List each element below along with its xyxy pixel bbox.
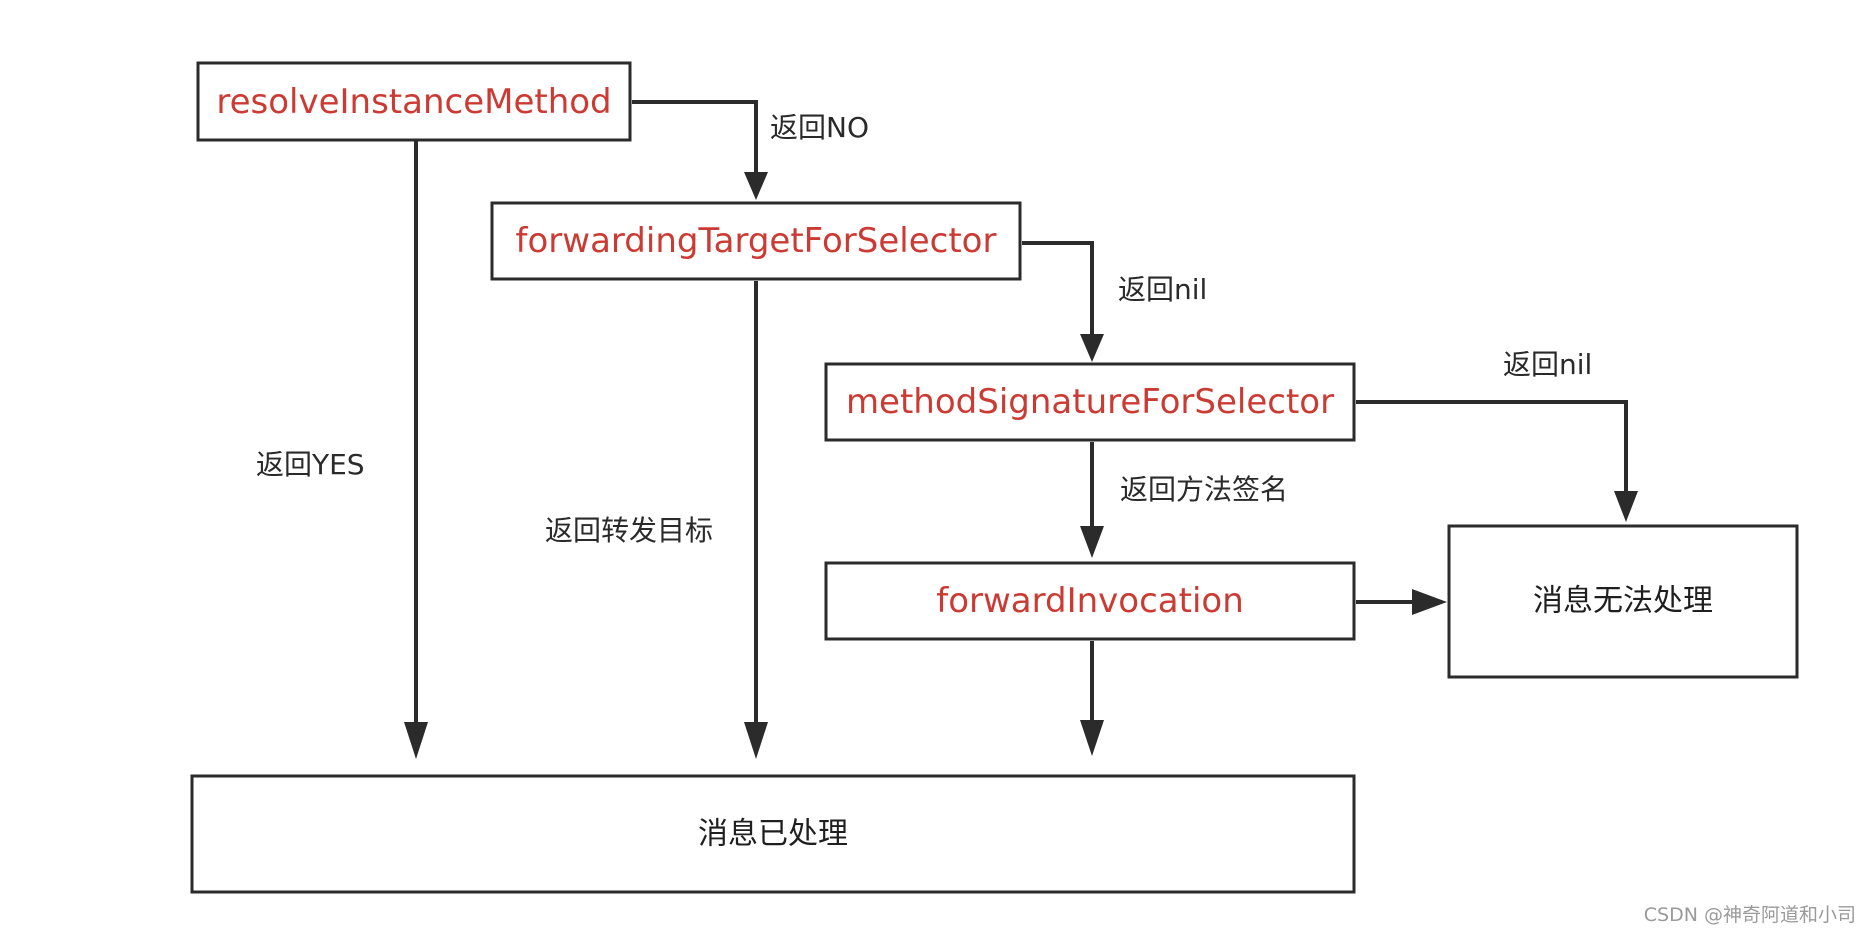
node-resolve-instance-method: resolveInstanceMethod	[196, 61, 632, 142]
node-method-signature-for-selector: methodSignatureForSelector	[824, 362, 1356, 442]
edge-method-signature-to-not-handled	[1356, 400, 1638, 522]
edge-label-return-signature: 返回方法签名	[1120, 473, 1288, 506]
watermark: CSDN @神奇阿道和小司	[1644, 904, 1856, 926]
edge-forward-invocation-to-handled	[1080, 641, 1104, 756]
edge-forwarding-target-to-method-signature	[1022, 241, 1104, 362]
node-label-message-handled: 消息已处理	[698, 817, 848, 852]
node-message-handled: 消息已处理	[190, 774, 1356, 894]
edge-label-return-target: 返回转发目标	[545, 514, 713, 547]
node-label-resolve-instance-method: resolveInstanceMethod	[216, 82, 611, 122]
edge-label-return-yes: 返回YES	[256, 448, 365, 481]
node-forwarding-target-for-selector: forwardingTargetForSelector	[490, 201, 1022, 281]
node-label-method-signature-for-selector: methodSignatureForSelector	[846, 382, 1334, 422]
edge-resolve-to-forwarding-target	[632, 100, 768, 200]
edge-label-return-no: 返回NO	[770, 111, 869, 144]
node-label-message-not-handled: 消息无法处理	[1533, 584, 1713, 619]
edge-resolve-to-handled	[404, 141, 428, 759]
node-label-forwarding-target-for-selector: forwardingTargetForSelector	[516, 221, 997, 261]
node-message-not-handled: 消息无法处理	[1447, 524, 1799, 679]
node-forward-invocation: forwardInvocation	[824, 561, 1356, 641]
edge-method-signature-to-forward-invocation	[1080, 442, 1104, 558]
edge-label-return-nil-2: 返回nil	[1503, 348, 1592, 381]
node-label-forward-invocation: forwardInvocation	[936, 581, 1244, 621]
edge-forward-invocation-to-not-handled	[1356, 589, 1447, 615]
edge-forwarding-target-to-handled	[744, 281, 768, 759]
edge-label-return-nil-1: 返回nil	[1118, 273, 1207, 306]
